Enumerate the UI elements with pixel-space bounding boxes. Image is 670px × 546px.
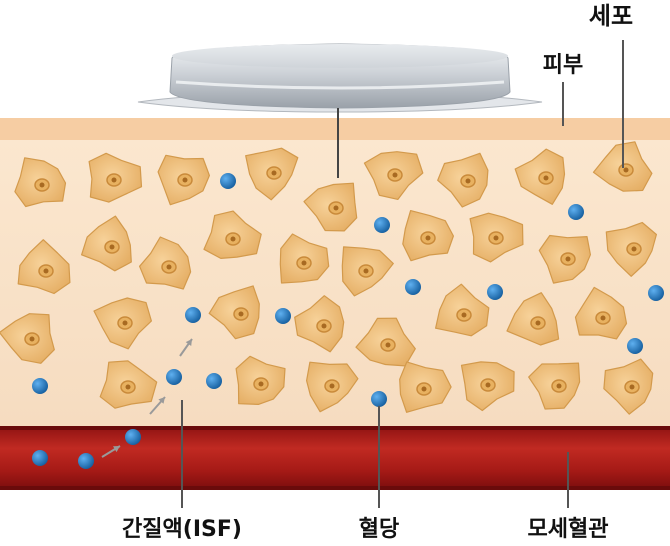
diffusion-arrows-group [101, 338, 193, 458]
capillary-top-edge [0, 426, 670, 430]
cell-nucleolus [461, 312, 467, 318]
capillary-vessel [0, 426, 670, 490]
glucose-dot [648, 285, 664, 301]
glucose-sensor [137, 43, 543, 178]
glucose-dot [78, 453, 94, 469]
cell-nucleolus [125, 384, 131, 390]
cell-nucleolus [556, 383, 562, 389]
cell-nucleolus [629, 384, 635, 390]
cell-nucleolus [392, 172, 398, 178]
label-skin: 피부 [543, 53, 583, 78]
glucose-dot [206, 373, 222, 389]
cell-nucleolus [122, 320, 128, 326]
cell-nucleolus [333, 205, 339, 211]
cell-nucleolus [182, 177, 188, 183]
leader-lines [181, 40, 624, 508]
glucose-dot [487, 284, 503, 300]
capillary-bottom-edge [0, 486, 670, 490]
glucose-dot [568, 204, 584, 220]
glucose-dot [405, 279, 421, 295]
cell-nucleolus [535, 320, 541, 326]
glucose-dot [371, 391, 387, 407]
glucose-dot [166, 369, 182, 385]
cell-nucleolus [485, 382, 491, 388]
cell-nucleolus [421, 386, 427, 392]
sensor-highlight [175, 80, 505, 90]
label-glucose: 혈당 [359, 517, 399, 542]
glucose-dot [220, 173, 236, 189]
cell-nucleolus [321, 323, 327, 329]
cell-nucleolus [166, 264, 172, 270]
cell-nucleolus [385, 342, 391, 348]
cell-nucleolus [329, 383, 335, 389]
cell-nucleolus [111, 177, 117, 183]
cell-nucleolus [465, 178, 471, 184]
diffusion-arrow-head [185, 339, 192, 346]
cell-nucleolus [565, 256, 571, 262]
diffusion-arrow-head [113, 446, 120, 453]
cell-nucleolus [543, 175, 549, 181]
cell-nucleolus [271, 170, 277, 176]
cell-nucleolus [600, 315, 606, 321]
cell-nucleolus [425, 235, 431, 241]
label-isf: 간질액(ISF) [122, 517, 242, 542]
cell-nucleolus [230, 236, 236, 242]
cell-nucleolus [43, 268, 49, 274]
cell-nucleolus [363, 268, 369, 274]
cell-nucleolus [39, 182, 45, 188]
label-capillary: 모세혈관 [528, 517, 609, 542]
label-cell: 세포 [589, 2, 633, 30]
glucose-dot [32, 450, 48, 466]
skin-surface-layer [0, 118, 670, 142]
cell-nucleolus [29, 336, 35, 342]
glucose-dot [374, 217, 390, 233]
diffusion-arrow-head [158, 397, 165, 404]
glucose-dot [627, 338, 643, 354]
glucose-dot [185, 307, 201, 323]
sensor-top [172, 44, 508, 68]
glucose-dot [32, 378, 48, 394]
cell-nucleolus [109, 244, 115, 250]
glucose-dot [125, 429, 141, 445]
cell-nucleolus [258, 381, 264, 387]
cell-nucleolus [631, 246, 637, 252]
cell-nucleolus [623, 167, 629, 173]
cell-nucleolus [301, 260, 307, 266]
glucose-dots-group [32, 173, 664, 469]
cell-nucleolus [238, 311, 244, 317]
glucose-dot [275, 308, 291, 324]
cell-nucleolus [493, 235, 499, 241]
